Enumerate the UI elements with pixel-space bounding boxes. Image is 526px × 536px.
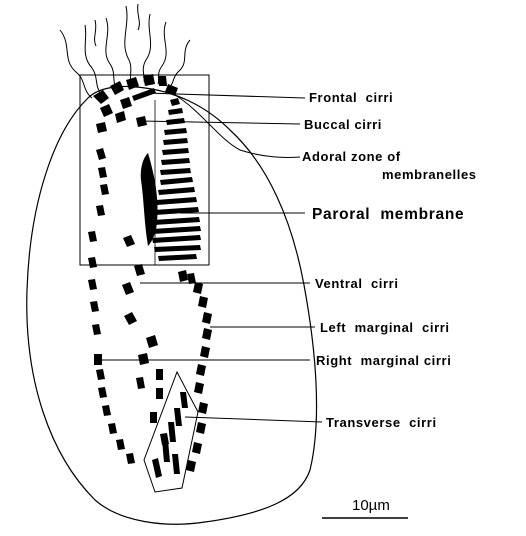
transverse-cirrus bbox=[168, 422, 176, 442]
marginal-cirrus bbox=[92, 324, 101, 335]
marginal-cirrus bbox=[88, 257, 97, 268]
right-marginal-cirri bbox=[88, 148, 135, 464]
transverse-cirri bbox=[152, 392, 188, 478]
membranelle bbox=[170, 98, 180, 106]
scale-bar-label: 10µm bbox=[352, 497, 390, 514]
label-transverse-cirri: Transverse cirri bbox=[326, 415, 437, 430]
label-buccal-cirri: Buccal cirri bbox=[304, 117, 382, 132]
membranelle bbox=[163, 138, 188, 145]
membranelle bbox=[156, 197, 197, 205]
marginal-cirrus bbox=[94, 354, 102, 365]
membranelle bbox=[160, 168, 191, 175]
buccal-cirrus bbox=[136, 116, 147, 127]
ventral-cirrus bbox=[196, 422, 206, 434]
membranelle bbox=[153, 217, 200, 225]
marginal-cirrus bbox=[98, 387, 107, 398]
cirrus bbox=[156, 388, 163, 399]
cirrus bbox=[134, 264, 145, 276]
frontal-cirrus bbox=[120, 97, 132, 109]
label-adoral-zone-line2: membranelles bbox=[382, 167, 477, 182]
frontal-cirrus bbox=[132, 88, 156, 101]
marginal-cirrus bbox=[88, 231, 97, 242]
cirrus bbox=[138, 353, 149, 365]
marginal-cirrus bbox=[116, 439, 125, 450]
label-right-marginal-cirri: Right marginal cirri bbox=[316, 353, 451, 368]
membranelle bbox=[168, 108, 183, 115]
ventral-cirrus bbox=[178, 270, 188, 282]
membranelle bbox=[162, 148, 189, 155]
cirrus bbox=[136, 377, 145, 389]
membranelle bbox=[161, 158, 190, 165]
label-left-marginal-cirri: Left marginal cirri bbox=[320, 320, 450, 335]
ventral-cirrus bbox=[194, 382, 204, 394]
membranelle bbox=[154, 245, 201, 252]
ventral-cirri bbox=[178, 270, 212, 472]
ventral-cirrus bbox=[192, 442, 202, 454]
cirrus bbox=[124, 312, 137, 325]
membranelle bbox=[164, 128, 187, 135]
marginal-cirrus bbox=[96, 205, 105, 216]
transverse-cirrus bbox=[180, 392, 188, 408]
ventral-cirrus bbox=[202, 328, 212, 340]
label-paroral-membrane: Paroral membrane bbox=[312, 206, 464, 223]
marginal-cirrus bbox=[108, 423, 117, 434]
label-adoral-zone-line1: Adoral zone of bbox=[302, 149, 401, 164]
label-ventral-cirri: Ventral cirri bbox=[315, 276, 399, 291]
membranelle bbox=[154, 207, 199, 215]
marginal-cirrus bbox=[98, 167, 107, 178]
membranelle bbox=[166, 118, 185, 125]
membranelle bbox=[152, 235, 201, 243]
cirrus bbox=[146, 335, 158, 348]
buccal-cirrus bbox=[96, 122, 107, 133]
ventral-cirrus bbox=[198, 402, 208, 414]
marginal-cirrus bbox=[126, 453, 135, 464]
cirrus bbox=[122, 282, 134, 295]
frontal-cirrus bbox=[143, 74, 155, 86]
ventral-cirrus bbox=[196, 364, 206, 376]
transverse-cirrus bbox=[152, 458, 162, 478]
frontal-cirrus bbox=[158, 76, 167, 86]
ventral-cirrus bbox=[202, 312, 212, 324]
buccal-cirrus bbox=[115, 111, 126, 123]
ventral-cirrus bbox=[200, 346, 210, 358]
ventral-cirrus bbox=[193, 282, 203, 294]
marginal-cirrus bbox=[102, 405, 111, 416]
transverse-cirrus bbox=[174, 408, 182, 426]
membranelle bbox=[152, 226, 201, 234]
marginal-cirrus bbox=[90, 301, 99, 312]
marginal-cirrus bbox=[100, 184, 109, 195]
cirrus bbox=[150, 412, 157, 423]
cirrus bbox=[156, 369, 163, 380]
cirrus bbox=[123, 235, 135, 247]
membranelle bbox=[158, 187, 195, 195]
frontal-cirri bbox=[93, 74, 178, 117]
marginal-cirrus bbox=[96, 148, 106, 160]
frontal-cirrus bbox=[126, 77, 139, 90]
transverse-cirrus bbox=[172, 454, 180, 474]
frontal-cirrus bbox=[100, 104, 113, 117]
marginal-cirrus bbox=[96, 369, 105, 380]
label-frontal-cirri: Frontal cirri bbox=[309, 90, 393, 105]
marginal-cirrus bbox=[88, 279, 97, 290]
pointer-lines bbox=[100, 93, 322, 422]
ventral-cirrus bbox=[187, 273, 196, 284]
membranelle bbox=[160, 177, 193, 185]
membranelle bbox=[158, 254, 197, 261]
ventral-cirrus bbox=[198, 296, 208, 308]
frontal-cirrus bbox=[110, 81, 124, 95]
